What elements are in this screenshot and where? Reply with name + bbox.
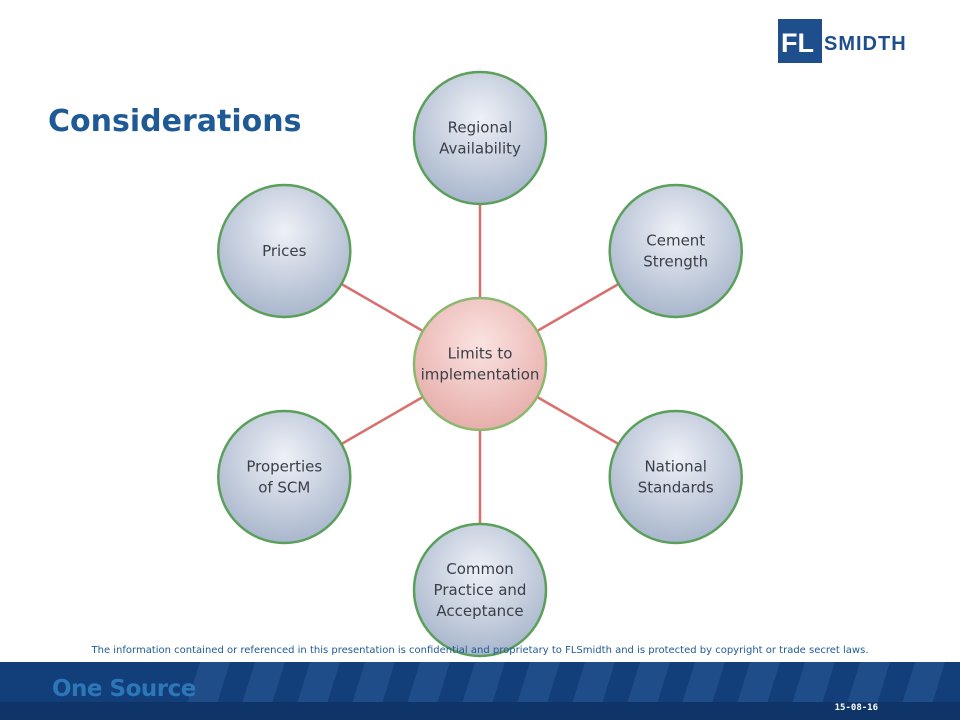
connector-properties-of-scm: [340, 395, 424, 446]
node-circle-common-practice: [412, 522, 548, 658]
logo-fl-text: FL: [781, 28, 814, 58]
flsmidth-logo: FL SMIDTH: [778, 19, 942, 63]
node-properties-of-scm-label-line: Properties: [246, 458, 322, 476]
node-regional-availability-label-line: Availability: [439, 140, 521, 158]
node-common-practice-label-line: Practice and: [434, 581, 527, 599]
node-national-standards-label-line: National: [644, 458, 707, 476]
center-node: Limits to implementation: [412, 296, 548, 432]
page-title: Considerations: [48, 104, 302, 139]
node-properties-of-scm: Properties of SCM: [217, 409, 352, 545]
node-circle-national-standards: [608, 409, 743, 545]
connector-cement-strength: [536, 282, 620, 333]
center-node-label-line: implementation: [421, 366, 540, 384]
center-node-label-line: Limits to: [448, 345, 513, 363]
node-national-standards-label-line: Standards: [638, 479, 714, 497]
node-circle-properties-of-scm: [217, 409, 352, 545]
node-circle-cement-strength: [608, 183, 743, 319]
slide-date: 15-08-16: [834, 703, 878, 713]
connector-national-standards: [536, 395, 620, 446]
node-properties-of-scm-label-line: of SCM: [258, 479, 310, 497]
node-regional-availability-label-line: Regional: [448, 119, 513, 137]
connector-prices: [340, 282, 424, 333]
node-common-practice-label-line: Common: [446, 560, 514, 578]
bottom-band: [0, 662, 960, 720]
node-prices: Prices: [217, 183, 352, 319]
center-node-circle: [412, 296, 548, 432]
node-circle-regional-availability: [412, 70, 548, 206]
one-source-brand: One Source: [52, 676, 196, 702]
node-circle-prices: [217, 183, 352, 319]
node-common-practice-label-line: Acceptance: [436, 602, 523, 620]
node-prices-label-line: Prices: [262, 242, 307, 260]
node-cement-strength-label-line: Strength: [643, 253, 708, 271]
logo-smidth-text: SMIDTH: [824, 33, 907, 55]
confidentiality-notice: The information contained or referenced …: [91, 645, 869, 656]
node-cement-strength-label-line: Cement: [646, 232, 705, 250]
